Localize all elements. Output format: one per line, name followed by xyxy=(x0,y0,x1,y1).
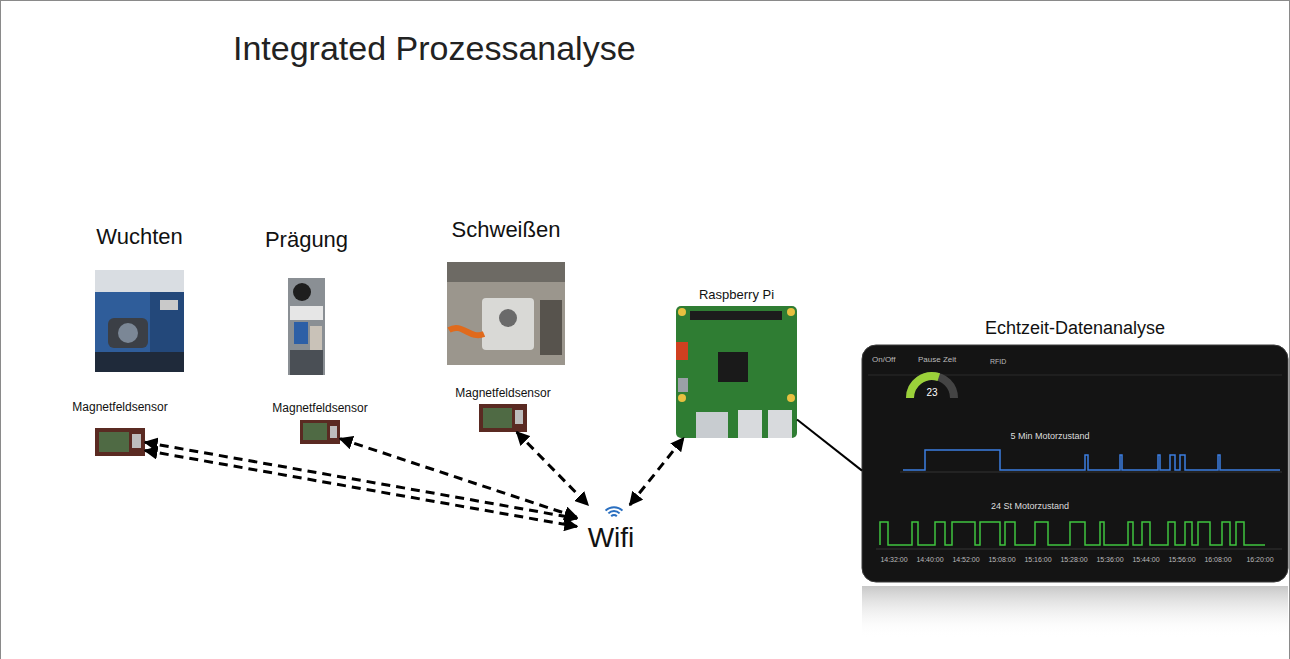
pi-usb xyxy=(738,410,762,438)
dashboard-label: 15:56:00 xyxy=(1168,556,1195,564)
dashboard-label: RFID xyxy=(990,358,1006,366)
sensor-module xyxy=(483,408,512,428)
slide-frame xyxy=(1289,0,1290,659)
node-heading: Magnetfeldsensor xyxy=(455,386,550,400)
gauge-track xyxy=(910,376,954,398)
dashboard-label: 15:28:00 xyxy=(1060,556,1087,564)
sensor-module xyxy=(95,428,145,456)
node-heading: Prägung xyxy=(265,227,348,253)
wifi-symbol xyxy=(606,507,623,510)
machine-photo: Wuchten xyxy=(95,270,184,372)
dashboard-label: 5 Min Motorzustand xyxy=(1010,431,1089,442)
wifi-symbol xyxy=(611,515,617,516)
pi-chip xyxy=(718,352,748,382)
motor-state-line xyxy=(880,522,1265,545)
node-heading: Raspberry Pi xyxy=(699,287,774,303)
machine-photo xyxy=(288,278,325,375)
dashboard-label: 14:40:00 xyxy=(916,556,943,564)
machine-photo xyxy=(95,270,184,292)
motor-state-line xyxy=(903,450,1280,470)
sensor-module: Magnetfeldsensor xyxy=(300,420,340,444)
pi-hole xyxy=(678,308,686,316)
sensor-module: Magnetfeldsensor xyxy=(479,404,527,432)
node-heading: Schweißen xyxy=(452,217,561,243)
wireless-link xyxy=(340,439,577,518)
machine-photo xyxy=(540,300,562,355)
machine-photo xyxy=(294,322,308,344)
dashboard-label: 14:52:00 xyxy=(952,556,979,564)
machine-photo xyxy=(290,350,323,375)
raspberry-pi: Raspberry Pi xyxy=(676,306,797,438)
machine-photo xyxy=(290,306,323,320)
pi-port xyxy=(678,378,688,392)
slide-frame xyxy=(0,0,1290,1)
pi-hole xyxy=(787,308,795,316)
machine-photo xyxy=(447,262,565,365)
machine-photo xyxy=(95,270,184,372)
machine-photo xyxy=(293,283,311,301)
node-heading: Magnetfeldsensor xyxy=(72,400,167,414)
pi-hole xyxy=(678,394,686,402)
dashboard-panel: Echtzeit-Datenanalyse xyxy=(862,345,1288,582)
machine-photo xyxy=(160,300,178,310)
dashboard-label: 24 St Motorzustand xyxy=(991,501,1069,512)
data-link xyxy=(797,420,862,471)
machine-photo xyxy=(482,298,534,350)
sensor-module xyxy=(479,404,527,432)
sensor-module: Magnetfeldsensor xyxy=(95,428,145,456)
sensor-module xyxy=(330,426,337,438)
dashboard-label: Pause Zeit xyxy=(918,355,956,365)
pi-gpio xyxy=(690,311,782,320)
sensor-module xyxy=(99,432,129,452)
chart-axis xyxy=(876,549,1282,550)
chart-axis xyxy=(900,472,1282,473)
wireless-link xyxy=(517,432,588,505)
machine-photo xyxy=(95,352,184,372)
dashboard-label: 15:16:00 xyxy=(1024,556,1051,564)
machine-photo: Schweißen xyxy=(447,262,565,365)
machine-photo: Prägung xyxy=(288,278,325,375)
sensor-module xyxy=(515,410,523,424)
dashboard-label: 15:36:00 xyxy=(1096,556,1123,564)
dashboard-label: 14:32:00 xyxy=(880,556,907,564)
panel-reflection xyxy=(862,586,1288,638)
dashboard-label: 23 xyxy=(926,387,937,399)
machine-photo xyxy=(118,323,138,343)
dashboard-panel xyxy=(862,345,1288,582)
sensor-module xyxy=(300,420,340,444)
dashboard-label: 16:08:00 xyxy=(1204,556,1231,564)
pi-usb xyxy=(768,410,792,438)
machine-photo xyxy=(108,318,148,348)
wifi-hub: Wifi xyxy=(577,505,645,552)
pi-ethernet xyxy=(696,412,728,438)
node-heading: Wuchten xyxy=(96,224,182,250)
pi-board xyxy=(676,306,797,438)
sensor-module xyxy=(132,434,141,448)
slide-title: Integrated Prozessanalyse xyxy=(233,28,636,69)
machine-photo xyxy=(449,328,484,335)
hub-label: Wifi xyxy=(588,524,635,552)
machine-photo xyxy=(150,292,184,352)
gauge-value xyxy=(910,376,939,398)
node-heading: Magnetfeldsensor xyxy=(272,401,367,415)
node-heading: Echtzeit-Datenanalyse xyxy=(985,318,1165,340)
machine-photo xyxy=(499,309,517,327)
dashboard-label: On/Off xyxy=(872,355,895,365)
pi-port xyxy=(676,342,688,360)
wireless-link xyxy=(630,438,684,505)
sensor-module xyxy=(303,423,327,440)
wifi-symbol xyxy=(608,511,619,513)
pi-hole xyxy=(787,394,795,402)
wireless-link xyxy=(145,450,577,526)
wireless-link xyxy=(145,442,577,518)
dashboard-label: 15:08:00 xyxy=(988,556,1015,564)
dashboard-label: 15:44:00 xyxy=(1132,556,1159,564)
machine-photo xyxy=(447,262,565,282)
dashboard-label: 16:20:00 xyxy=(1246,556,1273,564)
slide-frame xyxy=(0,0,1,659)
